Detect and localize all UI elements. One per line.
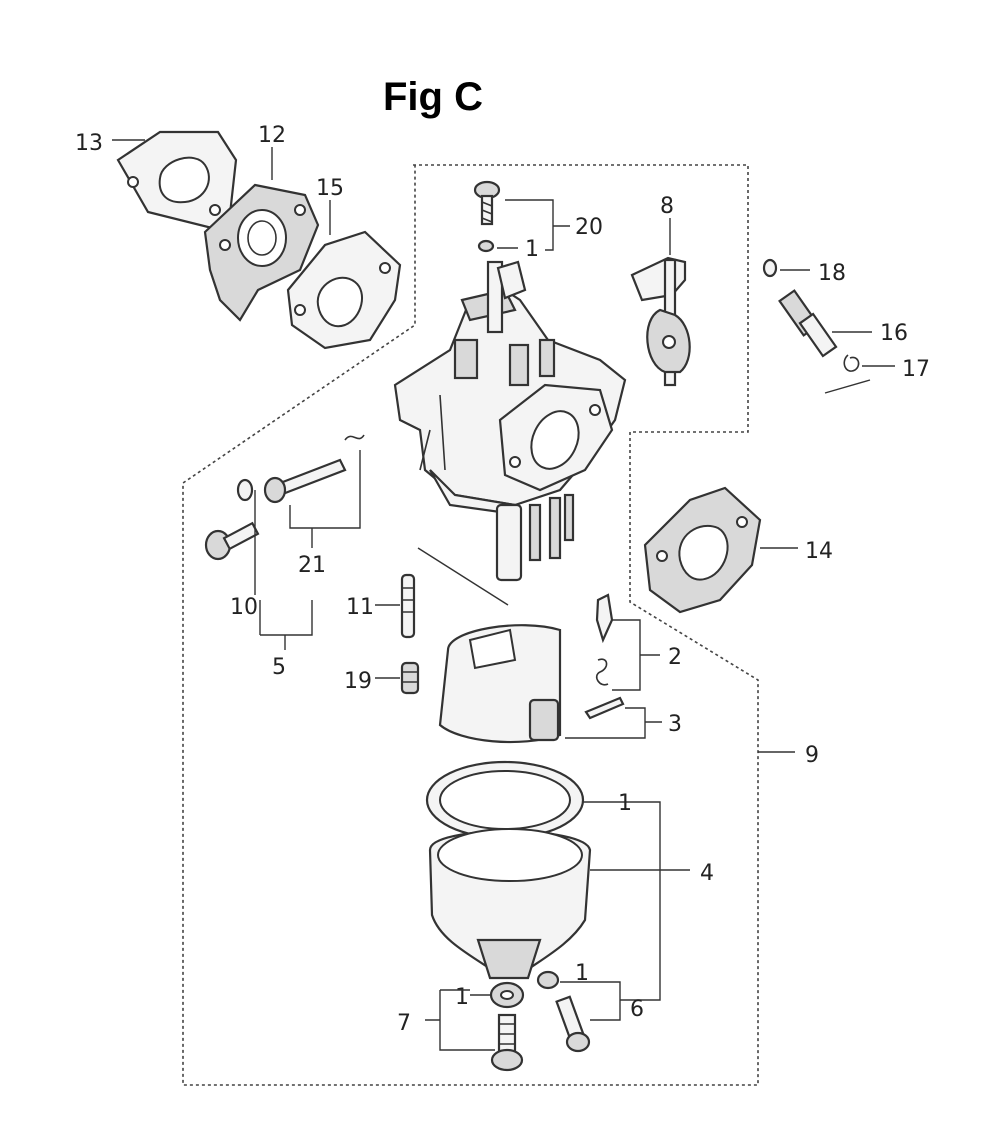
leader-11-body — [417, 547, 509, 606]
bracket-7 — [425, 989, 495, 1051]
screw-part-10 — [204, 478, 260, 561]
callout-2: 2 — [668, 645, 682, 670]
bracket-1-bowl — [583, 801, 661, 1001]
bracket-21 — [289, 450, 361, 548]
callout-21: 21 — [298, 553, 326, 578]
gasket-part-14 — [643, 486, 762, 614]
float-pin-part-3 — [584, 696, 625, 720]
callout-14: 14 — [805, 539, 833, 564]
float — [438, 624, 562, 744]
washer-left-part-1 — [489, 981, 525, 1009]
bolt-part-7 — [490, 1013, 524, 1072]
assembly-boundary — [182, 164, 759, 1086]
screw-part-6 — [555, 995, 591, 1053]
callout-20: 20 — [575, 215, 603, 240]
choke-shaft-part-8 — [630, 256, 691, 387]
bracket-5 — [259, 600, 286, 650]
callout-6: 6 — [630, 997, 644, 1022]
gasket-part-13 — [116, 130, 238, 234]
bowl-gasket-part-1 — [425, 760, 585, 840]
washer-right-part-1 — [536, 970, 560, 990]
bracket-3 — [565, 707, 662, 739]
jet-part-11 — [400, 573, 416, 639]
leader-10 — [254, 490, 313, 636]
callout-4: 4 — [700, 861, 714, 886]
callout-15: 15 — [316, 176, 344, 201]
callout-1-top: 1 — [525, 237, 539, 262]
figure-title: Fig C — [383, 75, 483, 119]
carburetor-body — [393, 260, 627, 582]
needle-part-2 — [595, 593, 614, 686]
bracket-20 — [505, 199, 570, 251]
callout-12: 12 — [258, 123, 286, 148]
callout-16: 16 — [880, 321, 908, 346]
callout-13: 13 — [75, 131, 103, 156]
nozzle-part-19 — [400, 661, 420, 695]
screw-part-21 — [263, 434, 365, 504]
insulator-part-12 — [203, 183, 320, 322]
callout-3: 3 — [668, 712, 682, 737]
callout-17: 17 — [902, 357, 930, 382]
callout-9: 9 — [805, 743, 819, 768]
callout-5: 5 — [272, 655, 286, 680]
collar-part-16 — [778, 289, 838, 358]
callout-10: 10 — [230, 595, 258, 620]
callout-1-left: 1 — [455, 985, 469, 1010]
callout-1-bowl: 1 — [618, 791, 632, 816]
screw-part-20 — [473, 180, 501, 253]
callout-1-right: 1 — [575, 961, 589, 986]
bracket-6 — [560, 981, 640, 1021]
bracket-2 — [612, 619, 660, 691]
callout-18: 18 — [818, 261, 846, 286]
callout-11: 11 — [346, 595, 374, 620]
float-bowl-part-4 — [428, 828, 592, 980]
callout-7: 7 — [397, 1011, 411, 1036]
pin-part-18 — [762, 258, 778, 278]
callout-8: 8 — [660, 194, 674, 219]
callout-19: 19 — [344, 669, 372, 694]
gasket-part-15 — [286, 230, 402, 350]
clip-part-17 — [824, 354, 871, 394]
